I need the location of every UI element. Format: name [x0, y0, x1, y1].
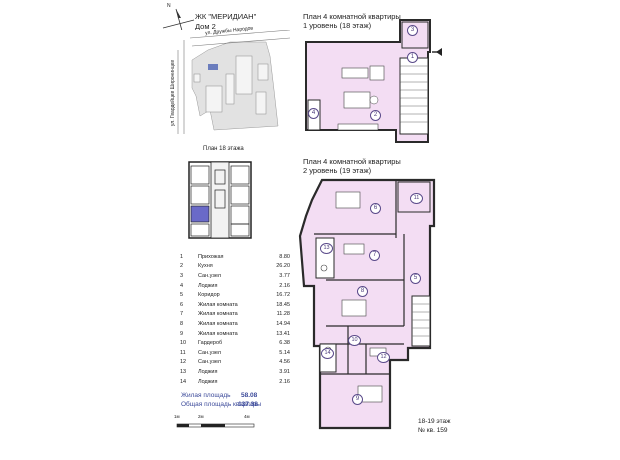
- level2-title-line2: 2 уровень (19 этаж): [303, 166, 372, 175]
- table-row: 4 Лоджия 2.16: [178, 281, 292, 291]
- room-name: Лоджия: [198, 378, 218, 385]
- room-marker: 14: [321, 348, 334, 359]
- table-row: 9 Жилая комната 13.41: [178, 329, 292, 339]
- living-area-label: Жилая площадь: [181, 392, 231, 399]
- floor-plan-title: План 18 этажа: [203, 146, 244, 152]
- house-number: Дом 2: [195, 22, 216, 31]
- room-marker: 5: [410, 273, 421, 284]
- room-number: 7: [180, 311, 184, 318]
- room-area: 11.28: [276, 311, 290, 318]
- room-name: Кухня: [198, 263, 213, 270]
- room-area: 16.72: [276, 292, 290, 299]
- room-number: 5: [180, 292, 184, 299]
- room-number: 8: [180, 320, 184, 327]
- table-row: 11 Сан.узел 5.14: [178, 348, 292, 358]
- room-number: 10: [180, 340, 187, 347]
- room-name: Жилая комната: [198, 320, 238, 327]
- room-name: Лоджия: [198, 282, 218, 289]
- table-row: 7 Жилая комната 11.28: [178, 310, 292, 320]
- table-row: 5 Коридор 16.72: [178, 290, 292, 300]
- room-area: 13.41: [276, 330, 290, 337]
- room-marker: 11: [410, 193, 423, 204]
- table-row: 12 Сан.узел 4.56: [178, 358, 292, 368]
- room-marker: 7: [369, 250, 380, 261]
- room-name: Жилая комната: [198, 301, 238, 308]
- room-number: 13: [180, 368, 187, 375]
- street-left-label: ул. Гвардейцев Широнинцев: [170, 59, 177, 127]
- scale-label-4m: 4м: [244, 414, 250, 419]
- room-area: 14.94: [276, 320, 290, 327]
- level1-plan: [305, 19, 442, 143]
- room-name: Сан.узел: [198, 359, 221, 366]
- scale-bar: [176, 423, 255, 428]
- room-marker: 9: [352, 394, 363, 405]
- table-row: 1 Прихожая 8.80: [178, 252, 292, 262]
- table-row: 14 Лоджия 2.16: [178, 377, 292, 387]
- floor-plan-building: [188, 161, 252, 239]
- table-row: 13 Лоджия 3.91: [178, 367, 292, 377]
- total-area-value: 137.38: [238, 401, 258, 408]
- room-marker: 10: [348, 335, 361, 346]
- room-marker: 2: [370, 110, 381, 121]
- table-row: 10 Гардероб 6.38: [178, 338, 292, 348]
- room-number: 4: [180, 282, 184, 289]
- footer-floor: 18-19 этаж: [418, 418, 451, 425]
- room-area: 4.56: [279, 359, 290, 366]
- room-area: 3.77: [279, 272, 290, 279]
- project-title: ЖК "МЕРИДИАН": [195, 12, 257, 21]
- room-name: Сан.узел: [198, 272, 221, 279]
- room-area: 26.20: [276, 263, 290, 270]
- compass-north-label: N: [167, 3, 171, 9]
- table-row: 2 Кухня 26.20: [178, 262, 292, 272]
- room-number: 3: [180, 272, 184, 279]
- room-name: Лоджия: [198, 368, 218, 375]
- room-name: Жилая комната: [198, 330, 238, 337]
- room-name: Гардероб: [198, 340, 223, 347]
- level2-title-line1: План 4 комнатной квартиры: [303, 157, 401, 166]
- room-marker: 1: [407, 52, 418, 63]
- table-row: 8 Жилая комната 14.94: [178, 319, 292, 329]
- room-area: 5.14: [279, 349, 290, 356]
- room-marker: 4: [308, 108, 319, 119]
- scale-label-2m: 2м: [198, 414, 204, 419]
- room-name: Прихожая: [198, 253, 224, 260]
- level2-plan: [298, 178, 436, 430]
- table-row: 6 Жилая комната 18.45: [178, 300, 292, 310]
- room-marker: 12: [377, 352, 390, 363]
- room-area: 6.38: [279, 340, 290, 347]
- room-marker: 8: [357, 286, 368, 297]
- table-row: 3 Сан.узел 3.77: [178, 271, 292, 281]
- room-number: 1: [180, 253, 184, 260]
- room-number: 2: [180, 263, 184, 270]
- room-marker: 6: [370, 203, 381, 214]
- room-number: 14: [180, 378, 187, 385]
- room-area: 2.16: [279, 282, 290, 289]
- room-number: 11: [180, 349, 186, 356]
- room-name: Коридор: [198, 292, 220, 299]
- scale-label-1m: 1м: [174, 414, 180, 419]
- level1-title-line1: План 4 комнатной квартиры: [303, 12, 401, 21]
- room-number: 9: [180, 330, 184, 337]
- room-area: 18.45: [276, 301, 290, 308]
- room-name: Жилая комната: [198, 311, 238, 318]
- room-name: Сан.узел: [198, 349, 221, 356]
- site-map: [170, 30, 290, 134]
- total-area-label: Общая площадь квартиры: [181, 401, 262, 408]
- room-area: 3.91: [279, 368, 290, 375]
- living-area-value: 58.08: [241, 392, 258, 399]
- room-area: 2.16: [279, 378, 290, 385]
- room-marker: 13: [320, 243, 333, 254]
- room-number: 12: [180, 359, 187, 366]
- level1-title-line2: 1 уровень (18 этаж): [303, 21, 372, 30]
- room-area: 8.80: [279, 253, 290, 260]
- room-number: 6: [180, 301, 184, 308]
- room-marker: 3: [407, 25, 418, 36]
- footer-apartment: № кв. 159: [418, 427, 448, 434]
